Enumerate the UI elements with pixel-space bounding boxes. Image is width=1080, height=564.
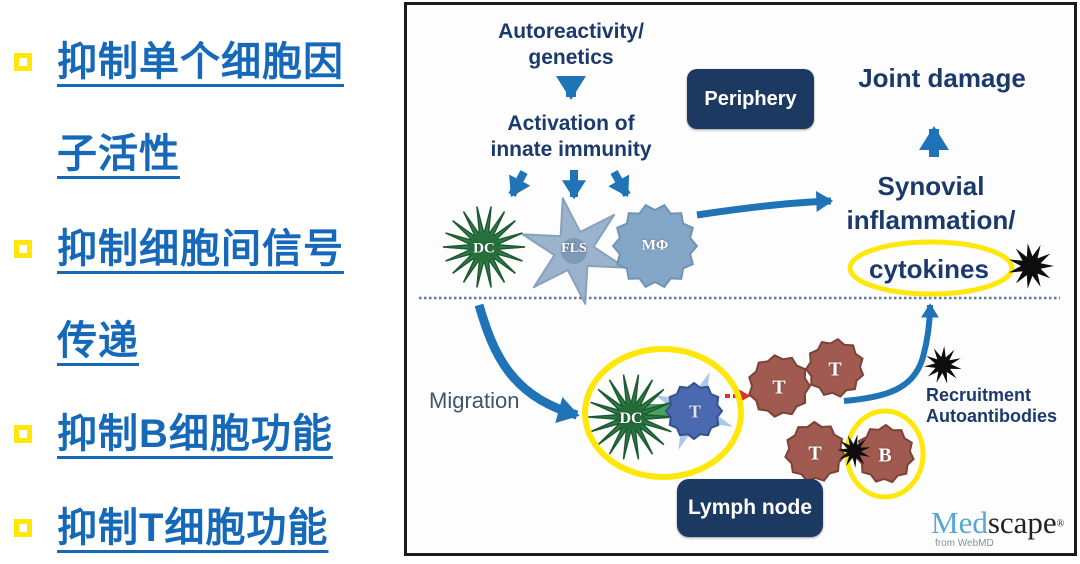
arrow-recruitment-to-cytokines <box>843 303 939 404</box>
arrow-migration <box>474 303 580 424</box>
inflammation-starburst-icon <box>1008 243 1054 289</box>
flow-arrows <box>474 76 949 424</box>
t-cell-2 <box>804 337 865 398</box>
bullet-square-icon <box>14 53 32 71</box>
bullet-square-icon <box>14 240 32 258</box>
fls-cell-label: FLS <box>561 241 587 256</box>
bullet-square-icon <box>14 519 32 537</box>
fibroblast-cell <box>521 197 627 305</box>
dc-cell-label: DC <box>473 240 495 257</box>
dendritic-cell <box>442 206 526 288</box>
t-cell-3 <box>784 420 846 483</box>
bullet-text: 子活性 <box>57 132 180 176</box>
bullet-text: 抑制细胞间信号 <box>57 227 344 271</box>
autoreactivity-label: Autoreactivity/ genetics <box>498 20 644 69</box>
dc-lymph-cell-label: DC <box>619 410 643 427</box>
macrophage-cell-label: MΦ <box>641 237 669 254</box>
medscape-logo: Medscape® from WebMD <box>931 507 1064 549</box>
t-b-starburst-icon <box>837 434 871 468</box>
joint-damage-label: Joint damage <box>858 63 1026 93</box>
arrow-to-dc <box>508 170 531 198</box>
bullet-text: 抑制T细胞功能 <box>57 506 329 550</box>
cytokines-label: cytokines <box>869 254 989 284</box>
t-lymph-cell-label: T <box>688 401 702 422</box>
bullet-item-cell-signaling: 抑制细胞间信号 传递 <box>0 203 404 387</box>
t-cell-lymph <box>664 381 724 441</box>
bullet-square-icon <box>14 425 32 443</box>
synovial-inflammation-label: Synovial inflammation/ <box>846 171 1016 235</box>
logo-med-text: Med <box>931 505 988 540</box>
pathway-diagram-graphic <box>419 76 1060 500</box>
bullet-text: 传递 <box>57 319 139 363</box>
recruitment-starburst-icon <box>924 346 962 384</box>
t1-cell-label: T <box>772 376 786 399</box>
migration-label: Migration <box>429 388 520 413</box>
bullet-item-b-cell: 抑制B细胞功能 <box>0 388 404 480</box>
arrow-cells-to-synovial <box>696 190 834 219</box>
logo-tagline: from WebMD <box>935 538 994 549</box>
bullet-item-t-cell: 抑制T细胞功能 <box>0 482 404 564</box>
bullet-item-cytokine-activity: 抑制单个细胞因 子活性 <box>0 16 404 200</box>
macrophage-cell <box>611 203 699 289</box>
logo-reg-mark: ® <box>1056 518 1065 530</box>
t-cell-1 <box>748 354 812 418</box>
lymph-node-box: Lymph node <box>677 479 823 537</box>
t3-cell-label: T <box>808 442 822 465</box>
bullet-text: 抑制单个细胞因 <box>57 40 344 84</box>
cytokines-highlight-ellipse <box>847 239 1015 297</box>
arrow-to-macrophage <box>608 170 631 198</box>
logo-scape-text: scape <box>987 505 1057 540</box>
recruitment-label: Recruitment <box>926 385 1032 405</box>
lymph-interaction-highlight-circle <box>582 346 744 480</box>
bullet-text: 抑制B细胞功能 <box>57 412 333 456</box>
t2-cell-label: T <box>828 358 842 381</box>
activation-label: Activation of innate immunity <box>490 112 652 161</box>
autoantibodies-label: Autoantibodies <box>926 406 1057 426</box>
diagram-panel: Autoreactivity/ genetics Activation of i… <box>404 2 1077 556</box>
b-cell-label: B <box>878 444 892 467</box>
periphery-box: Periphery <box>687 69 814 129</box>
